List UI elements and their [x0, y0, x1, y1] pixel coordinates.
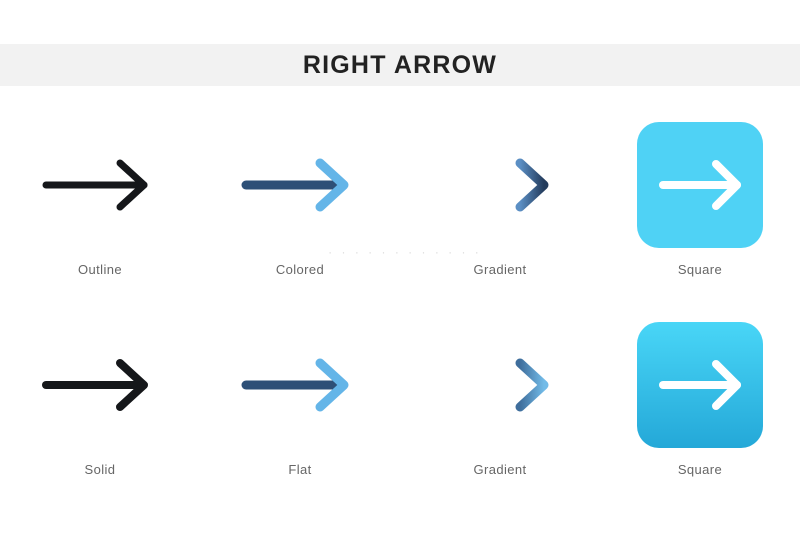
right-arrow-colored-icon[interactable] — [200, 110, 400, 260]
right-arrow-solid-svg — [42, 359, 148, 411]
right-arrow-square-svg — [637, 122, 763, 248]
icon-cell-square[interactable]: Square — [600, 110, 800, 310]
icon-grid: Outline Colored — [0, 110, 800, 510]
right-arrow-gradient-icon[interactable] — [400, 310, 600, 460]
icon-row-1: Outline Colored — [0, 110, 800, 310]
icon-cell-solid[interactable]: Solid — [0, 310, 200, 510]
icon-cell-flat[interactable]: Flat — [200, 310, 400, 510]
icon-caption: Solid — [84, 462, 116, 477]
right-arrow-colored-svg — [241, 158, 349, 212]
icon-caption: Square — [677, 462, 723, 477]
icon-cell-colored[interactable]: Colored — [200, 110, 400, 310]
icon-cell-gradient[interactable]: Gradient — [400, 110, 600, 310]
icon-cell-gradient-2[interactable]: Gradient — [400, 310, 600, 510]
right-arrow-outline-svg — [42, 159, 148, 211]
title-band — [0, 44, 800, 86]
right-arrow-outline-icon[interactable] — [0, 110, 200, 260]
page-title: RIGHT ARROW — [302, 51, 498, 79]
icon-cell-square-gradient[interactable]: Square — [600, 310, 800, 510]
right-arrow-flat-svg — [241, 358, 349, 412]
icon-row-2: Solid Flat — [0, 310, 800, 510]
right-arrow-gradient-icon[interactable] — [400, 110, 600, 260]
right-arrow-square-gradient-icon[interactable] — [600, 310, 800, 460]
icon-caption: Square — [677, 262, 723, 277]
icon-caption: Outline — [78, 262, 122, 277]
icon-caption: Gradient — [473, 262, 527, 277]
right-arrow-gradient-svg — [441, 158, 549, 212]
icon-cell-outline[interactable]: Outline — [0, 110, 200, 310]
icon-caption: Gradient — [473, 462, 527, 477]
right-arrow-square-icon[interactable] — [600, 110, 800, 260]
right-arrow-square-gradient-svg — [637, 322, 763, 448]
right-arrow-solid-icon[interactable] — [0, 310, 200, 460]
icon-caption: Colored — [275, 262, 325, 277]
icon-caption: Flat — [288, 462, 312, 477]
right-arrow-gradient2-svg — [441, 358, 549, 412]
right-arrow-flat-icon[interactable] — [200, 310, 400, 460]
